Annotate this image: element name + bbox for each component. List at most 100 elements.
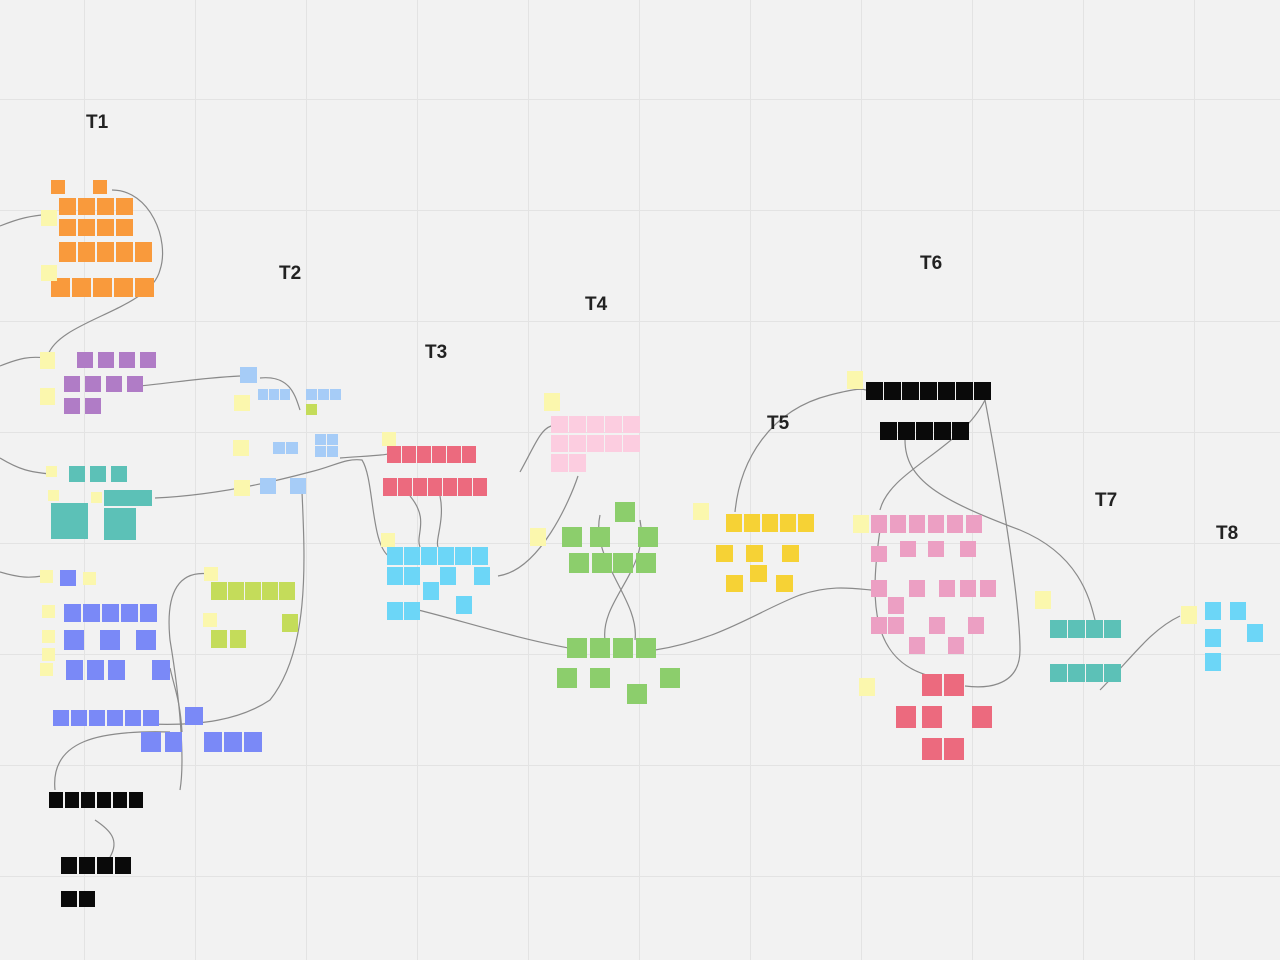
sticky-note-pale-yellow[interactable] [1181,606,1197,624]
sticky-note-blue[interactable] [89,710,105,726]
sticky-note-hot-pink[interactable] [888,597,904,614]
sticky-note-cyan[interactable] [387,602,403,620]
sticky-note-orange[interactable] [97,219,114,236]
sticky-note-pale-yellow[interactable] [233,440,249,456]
sticky-note-pale-yellow[interactable] [46,466,57,477]
sticky-note-black[interactable] [115,857,131,874]
sticky-note-red[interactable] [896,706,916,728]
sticky-note-red[interactable] [402,446,416,463]
sticky-note-blue[interactable] [102,604,119,622]
sticky-note-yellow[interactable] [776,575,793,592]
sticky-note-black[interactable] [880,422,897,440]
sticky-note-green[interactable] [636,553,656,573]
sticky-note-blue[interactable] [66,660,83,680]
sticky-note-cyan[interactable] [387,567,403,585]
sticky-note-hot-pink[interactable] [909,580,925,597]
connector-line[interactable] [519,425,552,473]
sticky-note-hot-pink[interactable] [929,617,945,634]
connector-line[interactable] [168,572,211,791]
sticky-note-green[interactable] [636,638,656,658]
sticky-note-blue[interactable] [107,710,123,726]
sticky-note-pale-yellow[interactable] [48,490,59,501]
connector-line[interactable] [94,819,115,858]
sticky-note-teal[interactable] [104,490,152,506]
sticky-note-black[interactable] [61,857,77,874]
sticky-note-red[interactable] [428,478,442,496]
sticky-note-light-blue[interactable] [327,434,338,445]
sticky-note-pale-yellow[interactable] [859,678,875,696]
sticky-note-purple[interactable] [85,398,101,414]
sticky-note-red[interactable] [443,478,457,496]
sticky-note-pale-yellow[interactable] [42,605,55,618]
sticky-note-hot-pink[interactable] [890,515,906,533]
sticky-note-cyan[interactable] [404,567,420,585]
sticky-note-orange[interactable] [97,242,114,262]
frame-label-t4[interactable]: T4 [585,294,608,315]
sticky-note-blue[interactable] [244,732,262,752]
sticky-note-red[interactable] [922,738,942,760]
sticky-note-hot-pink[interactable] [966,515,982,533]
sticky-note-cyan[interactable] [1230,602,1246,620]
sticky-note-green[interactable] [613,553,633,573]
sticky-note-pink[interactable] [551,416,568,433]
sticky-note-blue[interactable] [87,660,104,680]
sticky-note-green[interactable] [590,527,610,547]
sticky-note-teal[interactable] [1050,664,1067,682]
sticky-note-blue[interactable] [100,630,120,650]
sticky-note-pale-yellow[interactable] [91,492,102,503]
connector-line[interactable] [904,439,1096,621]
sticky-note-blue[interactable] [121,604,138,622]
sticky-note-teal[interactable] [1068,620,1085,638]
sticky-note-lime[interactable] [306,404,317,415]
sticky-note-hot-pink[interactable] [968,617,984,634]
sticky-note-red[interactable] [944,738,964,760]
sticky-note-pale-yellow[interactable] [83,572,96,585]
sticky-note-blue[interactable] [136,630,156,650]
sticky-note-yellow[interactable] [750,565,767,582]
sticky-note-light-blue[interactable] [240,367,257,383]
sticky-note-pink[interactable] [551,435,568,452]
sticky-note-blue[interactable] [185,707,203,725]
sticky-note-yellow[interactable] [726,514,742,532]
sticky-note-pale-yellow[interactable] [381,533,395,547]
sticky-note-yellow[interactable] [746,545,763,562]
connector-line[interactable] [734,388,867,513]
sticky-note-yellow[interactable] [762,514,778,532]
sticky-note-light-blue[interactable] [327,446,338,457]
sticky-note-purple[interactable] [106,376,122,392]
sticky-note-black[interactable] [952,422,969,440]
frame-label-t7[interactable]: T7 [1095,490,1118,511]
sticky-note-lime[interactable] [245,582,261,600]
sticky-note-green[interactable] [638,527,658,547]
sticky-note-blue[interactable] [140,604,157,622]
sticky-note-light-blue[interactable] [318,389,329,400]
connector-line[interactable] [154,459,393,559]
sticky-note-lime[interactable] [279,582,295,600]
sticky-note-hot-pink[interactable] [871,580,887,597]
sticky-note-pale-yellow[interactable] [40,352,55,369]
connector-line[interactable] [879,399,986,511]
sticky-note-orange[interactable] [59,242,76,262]
connector-line[interactable] [169,667,183,733]
sticky-note-purple[interactable] [127,376,143,392]
sticky-note-orange[interactable] [135,278,154,297]
sticky-note-blue[interactable] [125,710,141,726]
sticky-note-blue[interactable] [224,732,242,752]
sticky-note-cyan[interactable] [1205,653,1221,671]
sticky-note-teal[interactable] [69,466,85,482]
sticky-note-orange[interactable] [114,278,133,297]
sticky-note-pale-yellow[interactable] [203,613,217,627]
sticky-note-black[interactable] [113,792,127,808]
frame-label-t1[interactable]: T1 [86,112,109,133]
sticky-note-hot-pink[interactable] [948,637,964,654]
connector-line[interactable] [339,449,392,459]
sticky-note-green[interactable] [567,638,587,658]
sticky-note-cyan[interactable] [474,567,490,585]
sticky-note-pale-yellow[interactable] [847,371,863,389]
sticky-note-black[interactable] [956,382,973,400]
sticky-note-pale-yellow[interactable] [544,393,560,411]
sticky-note-green[interactable] [590,638,610,658]
sticky-note-red[interactable] [972,706,992,728]
sticky-note-pale-yellow[interactable] [234,395,250,411]
sticky-note-orange[interactable] [78,242,95,262]
